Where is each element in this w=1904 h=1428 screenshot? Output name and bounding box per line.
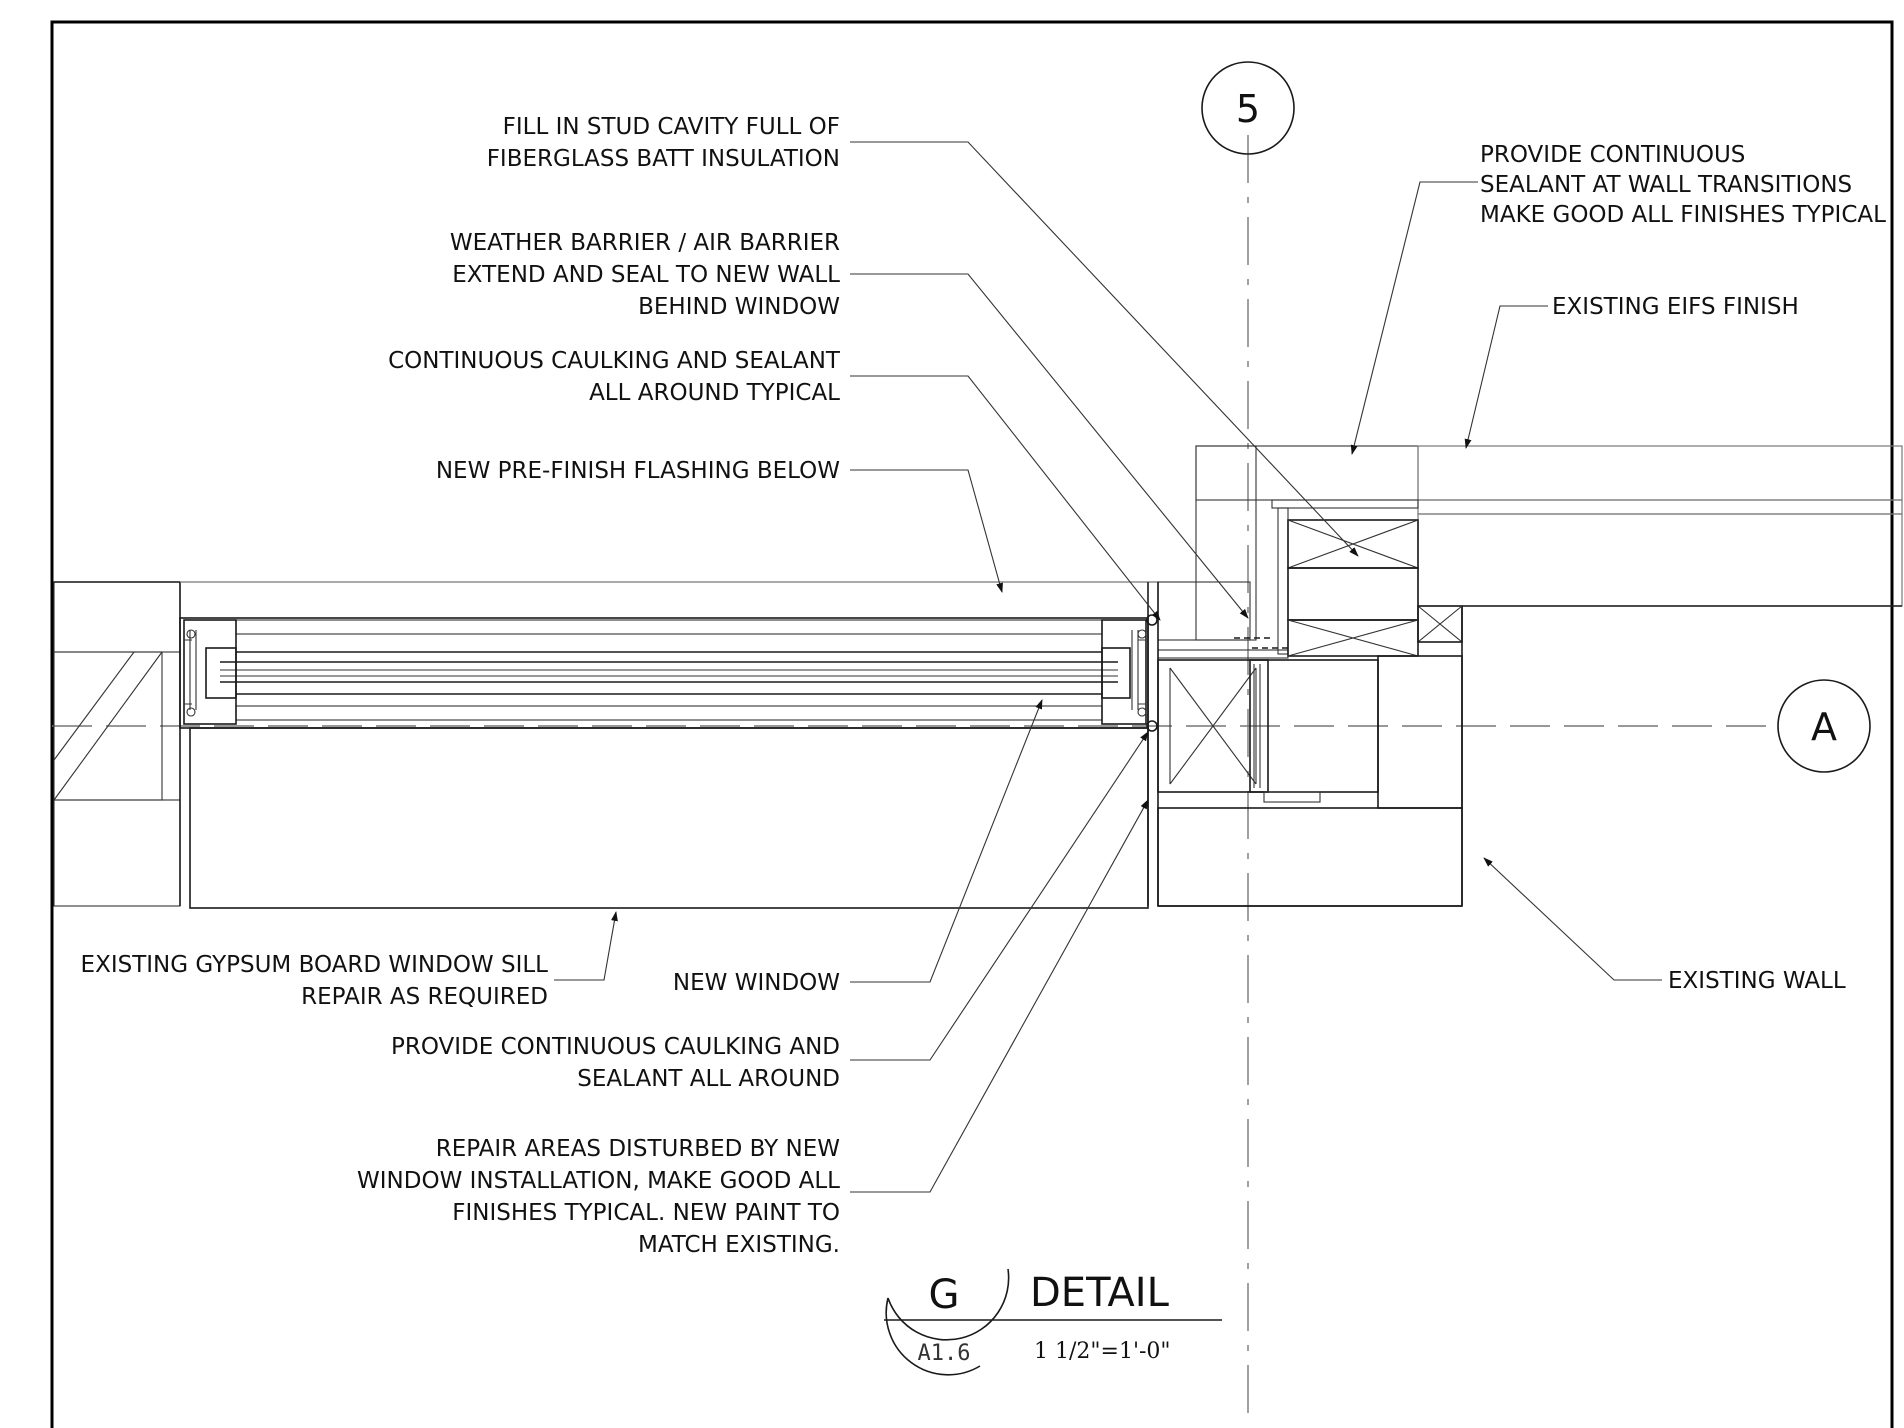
gypsum-sill [189, 727, 1149, 909]
svg-text:PROVIDE CONTINUOUS CAULKING AN: PROVIDE CONTINUOUS CAULKING AND [391, 1034, 840, 1060]
new-window-assembly [179, 617, 1149, 729]
svg-text:NEW WINDOW: NEW WINDOW [673, 970, 840, 996]
leaders [554, 141, 1662, 1193]
detail-title: DETAIL [1030, 1270, 1170, 1316]
right-wall [1146, 445, 1903, 907]
svg-text:EXTEND AND SEAL TO NEW WALL: EXTEND AND SEAL TO NEW WALL [452, 262, 840, 288]
note-existing-wall: EXISTING WALL [1668, 968, 1846, 994]
svg-text:EXISTING WALL: EXISTING WALL [1668, 968, 1846, 994]
svg-text:SEALANT ALL AROUND: SEALANT ALL AROUND [577, 1066, 840, 1092]
detail-letter: G [929, 1272, 960, 1318]
grid-bubble-5-text: 5 [1236, 87, 1260, 131]
grid-bubble-a-text: A [1811, 705, 1837, 749]
grid-bubble-a: A [1777, 679, 1871, 773]
svg-text:PROVIDE CONTINUOUS: PROVIDE CONTINUOUS [1480, 142, 1745, 168]
svg-text:MAKE GOOD ALL FINISHES TYPICAL: MAKE GOOD ALL FINISHES TYPICAL [1480, 202, 1886, 228]
svg-text:FILL IN STUD CAVITY FULL OF: FILL IN STUD CAVITY FULL OF [503, 114, 840, 140]
svg-text:NEW PRE-FINISH FLASHING BELOW: NEW PRE-FINISH FLASHING BELOW [436, 458, 840, 484]
svg-text:BEHIND WINDOW: BEHIND WINDOW [638, 294, 840, 320]
detail-scale: 1 1/2"=1'-0" [1034, 1339, 1171, 1364]
note-new-window: NEW WINDOW [673, 970, 840, 996]
note-caulking-all-around: PROVIDE CONTINUOUS CAULKING AND SEALANT … [391, 1034, 840, 1092]
svg-text:FINISHES TYPICAL. NEW PAINT TO: FINISHES TYPICAL. NEW PAINT TO [452, 1200, 840, 1226]
svg-text:ALL AROUND TYPICAL: ALL AROUND TYPICAL [589, 380, 840, 406]
svg-text:REPAIR AREAS DISTURBED BY NEW: REPAIR AREAS DISTURBED BY NEW [436, 1136, 840, 1162]
svg-text:SEALANT AT WALL TRANSITIONS: SEALANT AT WALL TRANSITIONS [1480, 172, 1852, 198]
svg-text:CONTINUOUS CAULKING AND SEALAN: CONTINUOUS CAULKING AND SEALANT [388, 348, 841, 374]
sheet-ref: A1.6 [918, 1341, 971, 1366]
left-wall [53, 581, 181, 907]
svg-text:MATCH EXISTING.: MATCH EXISTING. [638, 1232, 840, 1258]
svg-text:WINDOW INSTALLATION, MAKE GOOD: WINDOW INSTALLATION, MAKE GOOD ALL [357, 1168, 840, 1194]
svg-text:EXISTING GYPSUM BOARD WINDOW S: EXISTING GYPSUM BOARD WINDOW SILL [81, 952, 549, 978]
svg-text:EXISTING EIFS FINISH: EXISTING EIFS FINISH [1552, 294, 1799, 320]
detail-title-block: G DETAIL A1.6 1 1/2"=1'-0" [884, 1268, 1222, 1376]
note-sealant-transitions: PROVIDE CONTINUOUS SEALANT AT WALL TRANS… [1480, 142, 1886, 228]
svg-text:WEATHER BARRIER / AIR BARRIER: WEATHER BARRIER / AIR BARRIER [450, 230, 840, 256]
note-flashing: NEW PRE-FINISH FLASHING BELOW [436, 458, 840, 484]
note-fill-stud: FILL IN STUD CAVITY FULL OF FIBERGLASS B… [487, 114, 840, 172]
note-gypsum-sill: EXISTING GYPSUM BOARD WINDOW SILL REPAIR… [81, 952, 549, 1010]
note-eifs: EXISTING EIFS FINISH [1552, 294, 1799, 320]
svg-text:FIBERGLASS BATT INSULATION: FIBERGLASS BATT INSULATION [487, 146, 840, 172]
note-caulking-typical: CONTINUOUS CAULKING AND SEALANT ALL AROU… [388, 348, 841, 406]
note-repair-areas: REPAIR AREAS DISTURBED BY NEW WINDOW INS… [357, 1136, 840, 1258]
note-weather-barrier: WEATHER BARRIER / AIR BARRIER EXTEND AND… [450, 230, 840, 320]
sheet-border [50, 20, 1894, 1428]
svg-text:REPAIR AS REQUIRED: REPAIR AS REQUIRED [301, 984, 548, 1010]
grid-bubble-5: 5 [1201, 61, 1295, 155]
